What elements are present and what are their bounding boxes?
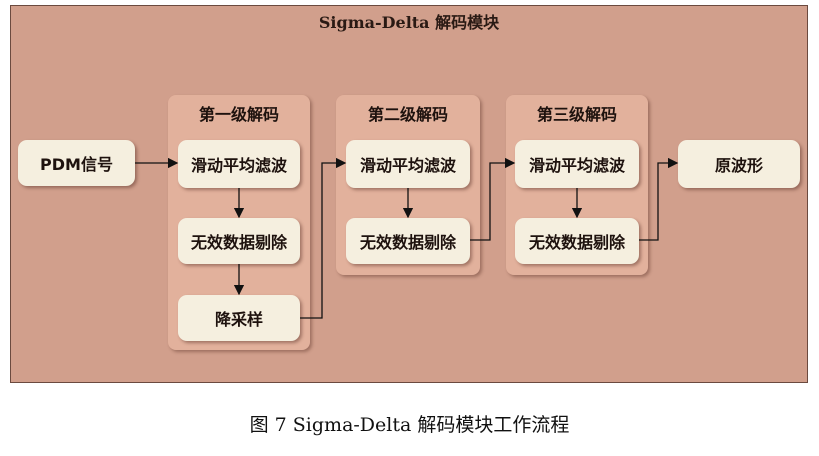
arrow <box>300 157 347 319</box>
figure-caption: 图 7 Sigma-Delta 解码模块工作流程 <box>249 414 570 436</box>
stage1-step1: 滑动平均滤波 <box>178 140 300 188</box>
arrow <box>639 157 679 241</box>
stage1-step2: 无效数据剔除 <box>178 218 300 264</box>
stage1-step3: 降采样 <box>178 295 300 341</box>
output-node: 原波形 <box>678 140 800 188</box>
stage3-step2: 无效数据剔除 <box>515 218 639 264</box>
stage-title: 第三级解码 <box>536 105 617 124</box>
input-node: PDM信号 <box>18 140 135 186</box>
stage-title: 第一级解码 <box>198 105 279 124</box>
stage-title: 第二级解码 <box>367 105 448 124</box>
stage2-step1: 滑动平均滤波 <box>346 140 470 188</box>
arrow <box>470 157 516 241</box>
stage3-step1: 滑动平均滤波 <box>515 140 639 188</box>
diagram-title: Sigma-Delta 解码模块 <box>318 13 500 32</box>
stage2-step2: 无效数据剔除 <box>346 218 470 264</box>
